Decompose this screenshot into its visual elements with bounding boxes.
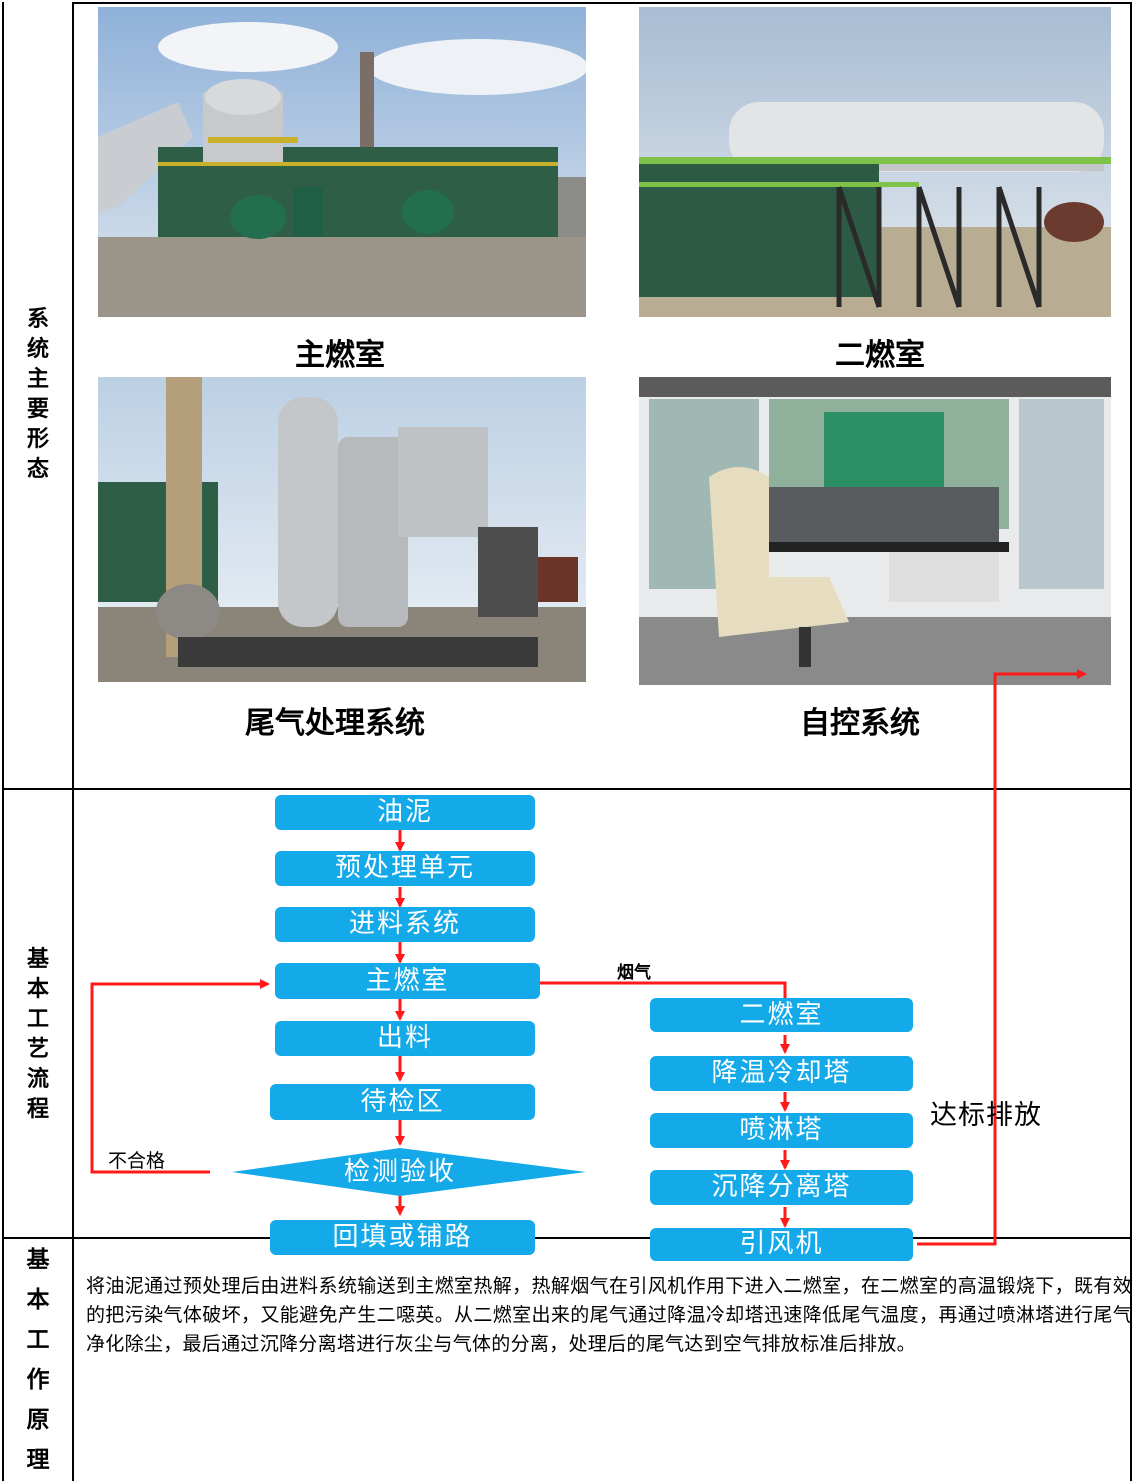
inspection-diamond (232, 1148, 586, 1196)
vertical-char: 系 (26, 307, 49, 332)
table-right-border (1130, 2, 1132, 1481)
flow-step-secondary-chamber: 二燃室 (650, 998, 913, 1032)
main-combustion-chamber-photo (98, 7, 586, 317)
table-top-border (74, 2, 1132, 4)
vertical-char: 本 (26, 1287, 50, 1313)
flow-step-pretreatment: 预处理单元 (275, 851, 535, 886)
photo-caption-exhaust-system: 尾气处理系统 (245, 706, 425, 741)
vertical-char: 统 (26, 337, 49, 362)
principle-paragraph: 将油泥通过预处理后由进料系统输送到主燃室热解，热解烟气在引风机作用下进入二燃室，… (86, 1275, 1132, 1355)
vertical-char: 流 (26, 1067, 49, 1092)
vertical-char: 工 (26, 1327, 50, 1353)
reject-label: 不合格 (108, 1150, 166, 1172)
flow-step-induced-fan: 引风机 (650, 1228, 913, 1261)
control-cabin-photo (639, 377, 1111, 685)
vertical-char: 基 (26, 1247, 50, 1273)
photo-caption-secondary-chamber: 二燃室 (835, 338, 925, 373)
secondary-combustion-chamber-photo (639, 7, 1111, 317)
row-divider-2 (2, 1237, 1132, 1239)
vertical-char: 态 (26, 457, 49, 482)
flow-step-settling-tower: 沉降分离塔 (650, 1170, 913, 1205)
flow-step-cooling-tower: 降温冷却塔 (650, 1056, 913, 1091)
photo-caption-main-chamber: 主燃室 (295, 338, 385, 373)
row-divider-1 (2, 788, 1132, 790)
photo-caption-control-system: 自控系统 (800, 706, 920, 741)
vertical-char: 艺 (26, 1037, 49, 1062)
vertical-char: 本 (26, 977, 49, 1002)
vertical-char: 要 (26, 397, 49, 422)
vertical-char: 原 (26, 1407, 50, 1433)
flow-step-oil-sludge: 油泥 (275, 795, 535, 830)
flue-gas-label: 烟气 (617, 963, 651, 983)
flow-step-inspection: 检测验收 (343, 1157, 456, 1187)
vertical-char: 基 (26, 947, 49, 972)
flow-step-spray-tower: 喷淋塔 (650, 1113, 913, 1148)
section-label-flow: 基本工艺流程 (18, 945, 58, 1125)
discharge-label: 达标排放 (930, 1100, 1042, 1131)
flow-step-backfill: 回填或铺路 (270, 1220, 535, 1255)
flow-step-feeding-system: 进料系统 (275, 907, 535, 942)
flow-step-main-chamber: 主燃室 (275, 963, 540, 999)
vertical-char: 作 (26, 1367, 50, 1393)
vertical-char: 工 (26, 1007, 49, 1032)
section-label-forms: 系统主要形态 (18, 305, 58, 485)
exhaust-treatment-photo (98, 377, 586, 682)
section-label-principle: 基本工作原理 (18, 1240, 58, 1480)
flow-step-waiting-area: 待检区 (270, 1084, 535, 1120)
vertical-char: 形 (26, 427, 49, 452)
vertical-char: 理 (26, 1447, 50, 1473)
label-column-divider (72, 2, 74, 1481)
flow-step-discharge: 出料 (275, 1021, 535, 1056)
table-left-border (2, 2, 4, 1481)
vertical-char: 主 (26, 367, 49, 392)
vertical-char: 程 (26, 1097, 49, 1122)
